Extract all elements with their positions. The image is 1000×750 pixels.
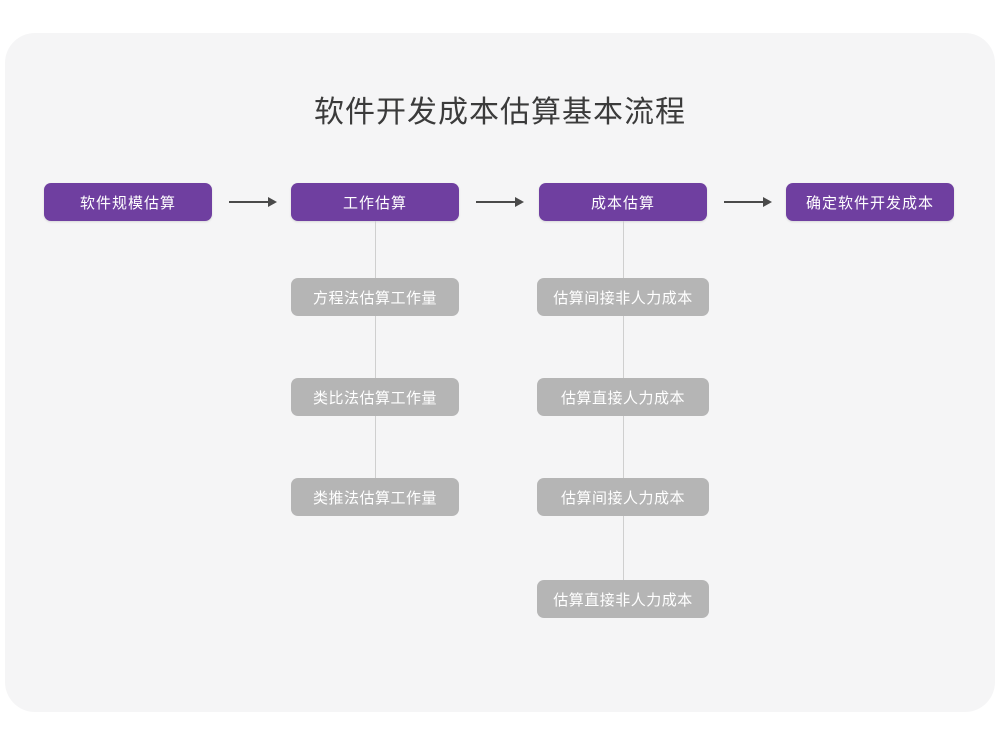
- sub-node-indirect-nonlabor-cost[interactable]: 估算间接非人力成本: [537, 278, 709, 316]
- arrow-right-icon-2: [473, 190, 527, 214]
- arrow-right-icon-3: [721, 190, 775, 214]
- sub-node-direct-labor-cost[interactable]: 估算直接人力成本: [537, 378, 709, 416]
- arrow-right-icon-1: [226, 190, 280, 214]
- sub-node-indirect-labor-cost[interactable]: 估算间接人力成本: [537, 478, 709, 516]
- flow-node-cost-estimation[interactable]: 成本估算: [539, 183, 707, 221]
- arrow-shaft: [476, 201, 516, 203]
- flow-node-work-estimation[interactable]: 工作估算: [291, 183, 459, 221]
- arrow-shaft: [724, 201, 764, 203]
- diagram-card-background: [5, 33, 995, 712]
- sub-node-direct-nonlabor-cost[interactable]: 估算直接非人力成本: [537, 580, 709, 618]
- arrow-head: [268, 197, 277, 207]
- sub-node-analogy-method-workload[interactable]: 类比法估算工作量: [291, 378, 459, 416]
- flow-node-software-scale-estimation[interactable]: 软件规模估算: [44, 183, 212, 221]
- arrow-head: [763, 197, 772, 207]
- arrow-shaft: [229, 201, 269, 203]
- sub-node-equation-method-workload[interactable]: 方程法估算工作量: [291, 278, 459, 316]
- connector-line-work-branch: [374, 221, 376, 478]
- arrow-head: [515, 197, 524, 207]
- sub-node-inference-method-workload[interactable]: 类推法估算工作量: [291, 478, 459, 516]
- flow-node-determine-development-cost[interactable]: 确定软件开发成本: [786, 183, 954, 221]
- page-title: 软件开发成本估算基本流程: [314, 96, 686, 129]
